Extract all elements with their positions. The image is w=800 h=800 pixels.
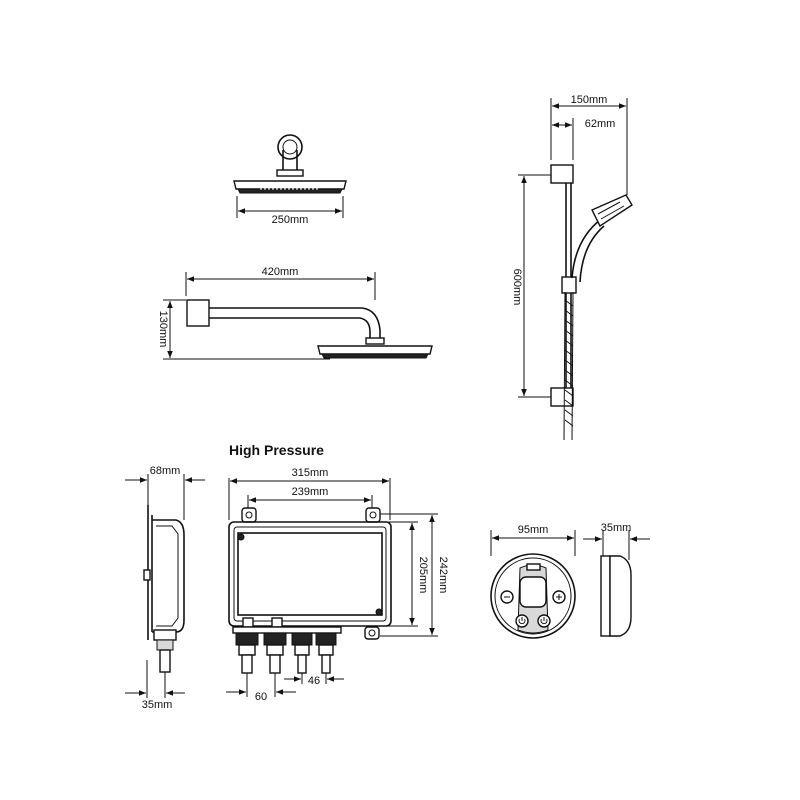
rail-offset-label: 62mm	[585, 118, 616, 130]
unit-front-view	[226, 478, 438, 697]
shower-head-front-view	[233, 134, 347, 218]
unit-overall-height-label: 242mm	[437, 557, 449, 594]
connector-1	[235, 632, 259, 674]
unit-width-label: 315mm	[292, 467, 329, 479]
controller-side-view	[583, 530, 650, 637]
unit-side-view	[125, 474, 205, 698]
outlet-spacing-label: 46	[308, 675, 320, 687]
control-depth-label: 35mm	[601, 522, 632, 534]
rail-depth-label: 150mm	[571, 94, 608, 106]
connector-4	[315, 632, 337, 674]
riser-rail-side-view	[518, 98, 633, 441]
power-icon-2	[540, 617, 548, 625]
unit-fixing-centres-label: 239mm	[292, 486, 329, 498]
unit-height-label: 205mm	[417, 557, 429, 594]
connector-2	[263, 632, 287, 674]
arm-length-label: 420mm	[262, 266, 299, 278]
plus-icon	[556, 594, 562, 600]
control-diameter-label: 95mm	[518, 524, 549, 536]
arm-drop-label: 130mm	[157, 311, 169, 348]
controller-front-view	[490, 530, 576, 639]
head-width-label: 250mm	[272, 214, 309, 226]
power-icon	[518, 617, 526, 625]
inlet-spacing-label: 60	[255, 691, 267, 703]
unit-depth-label: 68mm	[150, 465, 181, 477]
inlet-depth-label: 35mm	[142, 699, 173, 711]
section-title: High Pressure	[229, 442, 324, 458]
connector-3	[291, 632, 313, 674]
rail-length-label: 600mm	[511, 269, 523, 306]
shower-arm-side-view	[163, 272, 433, 360]
